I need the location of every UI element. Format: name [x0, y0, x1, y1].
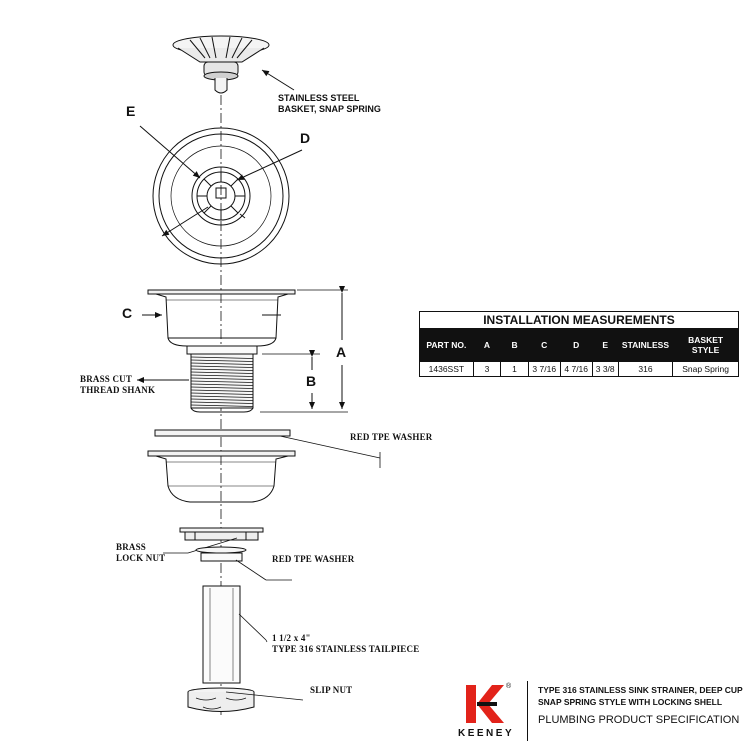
basket-label: STAINLESS STEEL BASKET, SNAP SPRING: [278, 93, 381, 115]
table-header: BASKET STYLE: [672, 328, 739, 362]
shank-label-line1: BRASS CUT: [80, 374, 133, 384]
table-cell: Snap Spring: [672, 361, 739, 377]
locknut-label: BRASS LOCK NUT: [116, 542, 165, 564]
keeney-logo: [462, 683, 506, 725]
table-header: PART NO.: [419, 328, 474, 362]
table-cell: 3: [472, 361, 502, 377]
spec-title-line1: TYPE 316 STAINLESS SINK STRAINER, DEEP C…: [538, 685, 743, 695]
table-row: 1436SST 3 1 3 7/16 4 7/16 3 3/8 316 Snap…: [419, 361, 739, 377]
thread-line: [190, 386, 254, 389]
tailpiece-label-line2: TYPE 316 STAINLESS TAILPIECE: [272, 644, 420, 654]
thread-line: [190, 362, 254, 365]
spec-title-line2: SNAP SPRING STYLE WITH LOCKING SHELL: [538, 697, 723, 707]
tailpiece-label: 1 1/2 x 4" TYPE 316 STAINLESS TAILPIECE: [272, 633, 419, 655]
thread-line: [190, 380, 254, 383]
table-header: C: [527, 328, 561, 362]
thread-line: [190, 359, 254, 362]
brand-name: KEENEY: [458, 728, 515, 739]
basket-label-line1: STAINLESS STEEL: [278, 93, 360, 103]
installation-measurements-table: INSTALLATION MEASUREMENTS PART NO. A B C…: [419, 311, 739, 377]
spec-title: TYPE 316 STAINLESS SINK STRAINER, DEEP C…: [538, 684, 743, 708]
strainer-body: [137, 286, 348, 413]
thread-line: [190, 392, 254, 395]
table-header: D: [559, 328, 593, 362]
washer-top-label: RED TPE WASHER: [350, 432, 433, 442]
thread-line: [190, 395, 254, 398]
tailpiece-part: [202, 585, 268, 684]
table-title: INSTALLATION MEASUREMENTS: [419, 311, 739, 329]
dimension-letter-c: C: [122, 305, 133, 321]
thread-line: [190, 383, 254, 386]
table-header: STAINLESS: [617, 328, 674, 362]
thread-line: [190, 368, 254, 371]
thread-line: [190, 389, 254, 392]
thread-line: [190, 365, 254, 368]
washer-top-part: [154, 429, 381, 468]
dimension-letter-e: E: [126, 103, 136, 119]
table-cell: 3 3/8: [591, 361, 619, 377]
shank-label-line2: THREAD SHANK: [80, 385, 156, 395]
slipnut-label: SLIP NUT: [310, 685, 353, 695]
locknut-label-line2: LOCK NUT: [116, 553, 166, 563]
slipnut-part: [187, 687, 304, 712]
footer-divider: [527, 681, 528, 741]
table-cell: 1436SST: [419, 361, 474, 377]
registered-mark: ®: [506, 683, 512, 690]
thread-line: [190, 377, 254, 380]
table-cell: 316: [617, 361, 674, 377]
table-header: A: [472, 328, 502, 362]
dimension-letter-b: B: [306, 373, 317, 389]
spec-subtitle: PLUMBING PRODUCT SPECIFICATION: [538, 714, 740, 726]
top-view: [139, 125, 303, 265]
thread-line: [190, 374, 254, 377]
dimension-letter-d: D: [300, 130, 311, 146]
tailpiece-label-line1: 1 1/2 x 4": [272, 633, 311, 643]
table-cell: 1: [500, 361, 529, 377]
thread-line: [190, 401, 254, 404]
table-cell: 4 7/16: [559, 361, 593, 377]
washer-bottom-label: RED TPE WASHER: [272, 554, 355, 564]
basket-part: [172, 35, 270, 94]
thread-line: [190, 404, 254, 407]
washer-bottom-part: [195, 546, 292, 581]
table-header: B: [500, 328, 529, 362]
thread-line: [190, 371, 254, 374]
locknut-label-line1: BRASS: [116, 542, 147, 552]
basket-label-line2: BASKET, SNAP SPRING: [278, 104, 381, 114]
table-cell: 3 7/16: [527, 361, 561, 377]
dimension-letter-a: A: [336, 344, 347, 360]
thread-line: [190, 398, 254, 401]
table-header-row: PART NO. A B C D E STAINLESS BASKET STYL…: [419, 328, 739, 362]
table-header: E: [591, 328, 619, 362]
locking-shell-part: [147, 450, 296, 503]
shank-label: BRASS CUT THREAD SHANK: [80, 374, 155, 396]
thread-line: [190, 356, 254, 359]
